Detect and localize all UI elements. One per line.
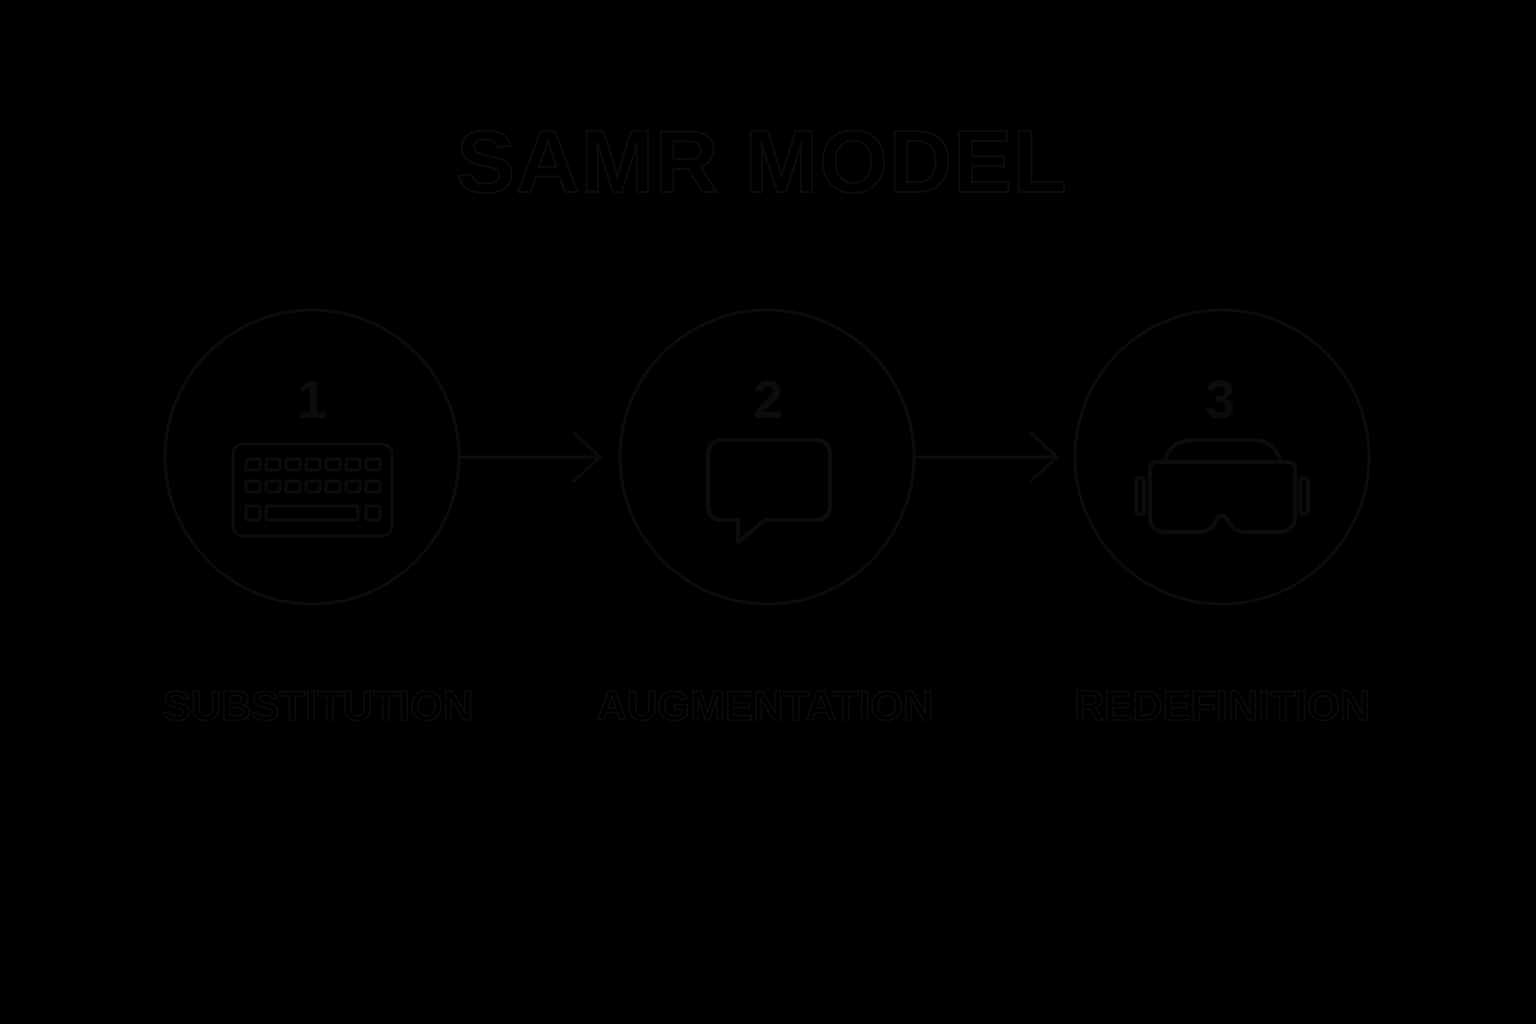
step-3: 3 REDEFINITION bbox=[1073, 308, 1371, 730]
speech-bubble-icon bbox=[706, 438, 832, 544]
step-2: 2 AUGMENTATION bbox=[596, 308, 934, 730]
step-1: 1 SUBSTITUTION bbox=[162, 308, 474, 730]
diagram-title: SAMR MODEL bbox=[456, 112, 1067, 211]
keyboard-icon bbox=[231, 442, 394, 538]
step-1-label: SUBSTITUTION bbox=[163, 682, 473, 729]
arrow-2-to-3 bbox=[914, 430, 1060, 484]
step-2-label: AUGMENTATION bbox=[597, 682, 934, 729]
step-2-number: 2 bbox=[753, 370, 783, 430]
step-3-number: 3 bbox=[1205, 370, 1235, 430]
step-1-number: 1 bbox=[297, 370, 327, 430]
step-3-label: REDEFINITION bbox=[1074, 682, 1370, 729]
arrow-1-to-2 bbox=[459, 430, 603, 484]
vr-headset-icon bbox=[1134, 438, 1310, 534]
step-3-circle bbox=[1073, 308, 1371, 606]
